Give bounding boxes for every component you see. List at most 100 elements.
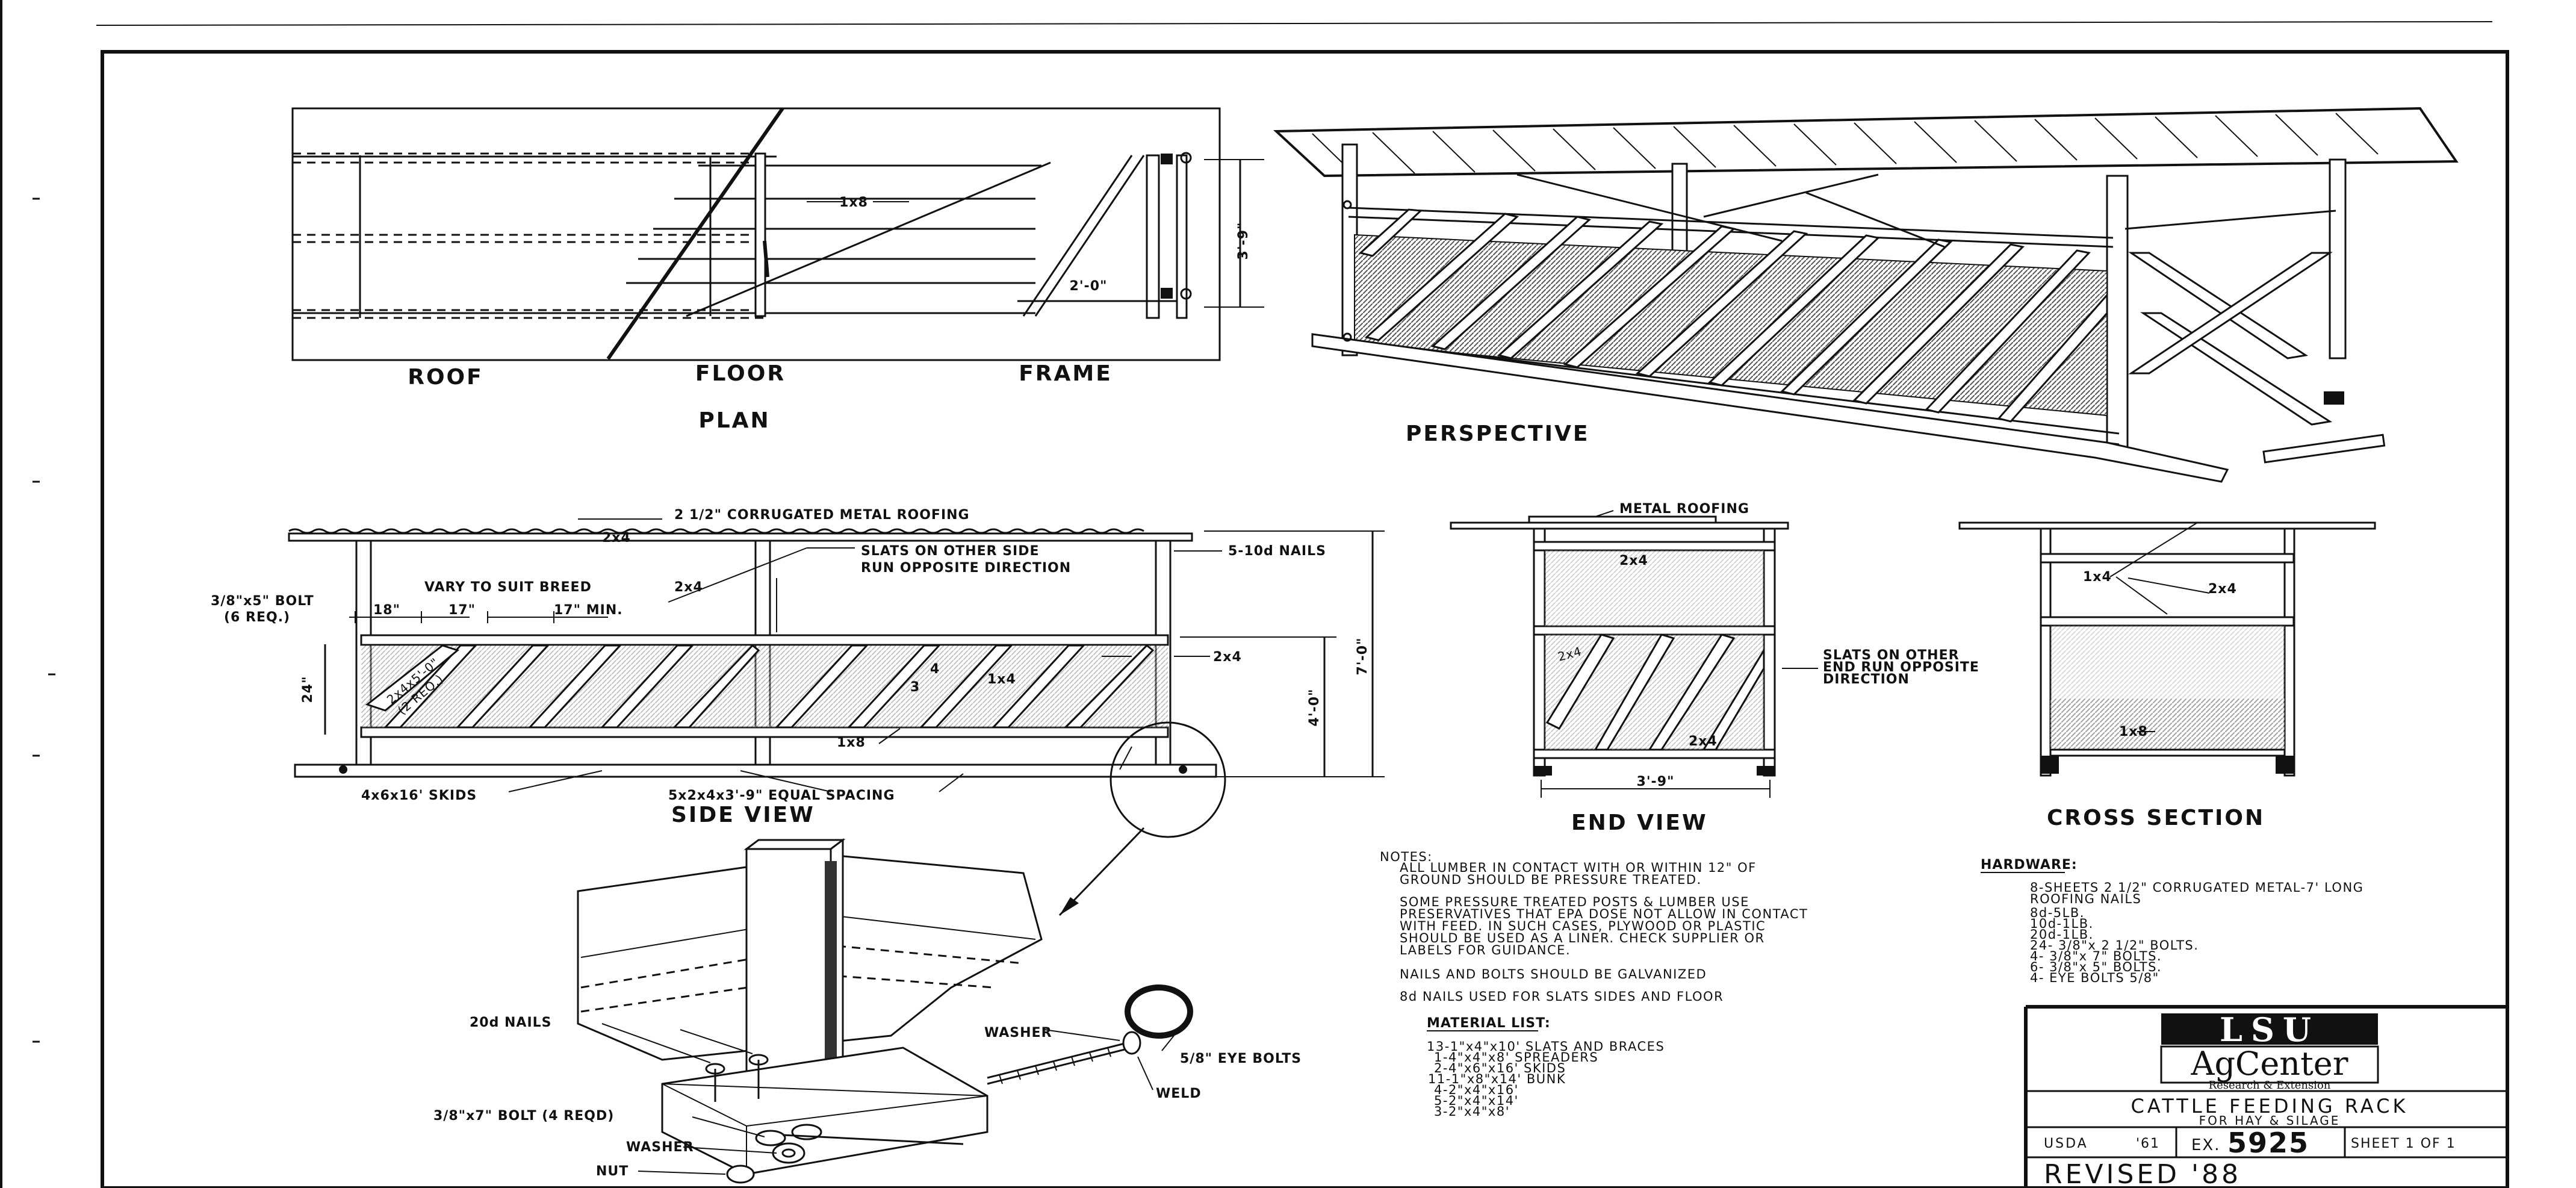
material-list-title: MATERIAL LIST: [1427, 1016, 1551, 1031]
detail-bolt-label: 3/8"x7" BOLT (4 REQD) [433, 1109, 614, 1124]
notes-line-2a: SOME PRESSURE TREATED POSTS & LUMBER USE [1400, 895, 1749, 909]
end-slats-note-2: END RUN OPPOSITE [1823, 660, 1979, 675]
cross-rail-dim: 2x4 [2208, 582, 2237, 597]
end-slats-note-3: DIRECTION [1823, 672, 1910, 687]
notes-line-2c: WITH FEED. IN SUCH CASES, PLYWOOD OR PLA… [1400, 919, 1766, 933]
top-trim-line [96, 21, 2493, 26]
detail-leader-arrow [1060, 897, 1079, 915]
material-item-1: 13-1"x4"x10' SLATS AND BRACES [1427, 1039, 1665, 1054]
side-skids-label: 4x6x16' SKIDS [361, 788, 477, 803]
end-width-dim: 3'-9" [1637, 774, 1675, 789]
side-bolt-req: (6 REQ.) [224, 610, 290, 625]
plan-floor-label: FLOOR [695, 361, 786, 386]
end-rafter-dim: 2x4 [1619, 553, 1648, 568]
side-height-total: 7'-0" [1355, 638, 1370, 676]
plan-view-title: PLAN [698, 408, 770, 433]
material-item-7: 3-2"x4"x8' [1434, 1104, 1510, 1119]
notes-line-2e: LABELS FOR GUIDANCE. [1400, 943, 1571, 957]
ex-prefix: EX. [2191, 1136, 2221, 1154]
cross-section-view-title: CROSS SECTION [2047, 806, 2265, 830]
ex-number: 5925 [2227, 1127, 2309, 1159]
material-item-5: 4-2"x4"x16' [1434, 1083, 1519, 1097]
year-label: '61 [2136, 1136, 2160, 1151]
notes-line-1a: ALL LUMBER IN CONTACT WITH OR WITHIN 12"… [1400, 860, 1757, 875]
side-slats-note-2: RUN OPPOSITE DIRECTION [861, 561, 1071, 576]
end-view [1450, 510, 1818, 798]
title-block: LSU AgCenter Research & Extension CATTLE… [2024, 1005, 2507, 1188]
perspective-view [1273, 107, 2459, 483]
hardware-item-3: 8d-5LB. [2030, 906, 2085, 920]
lsu-agcenter-logo: LSU AgCenter Research & Extension [2160, 1010, 2379, 1092]
side-height-rail: 4'-0" [1307, 689, 1322, 727]
drawing-title: CATTLE FEEDING RACK [2131, 1095, 2409, 1118]
cross-section-view [1958, 521, 2376, 777]
logo-sub-text: AgCenter [2190, 1045, 2348, 1083]
margin-marks [33, 197, 55, 1043]
detail-weld-label: WELD [1156, 1086, 1202, 1101]
notes-line-4: 8d NAILS USED FOR SLATS SIDES AND FLOOR [1400, 989, 1724, 1004]
hardware-list: HARDWARE: 8-SHEETS 2 1/2" CORRUGATED MET… [1981, 857, 2363, 985]
detail-callout-circle [1110, 721, 1226, 838]
side-rail-dim: 2x4 [1213, 650, 1242, 665]
cross-floor-dim: 1x8 [2119, 724, 2148, 739]
logo-main-text: LSU [2220, 1010, 2320, 1049]
side-dim-17: 17" [448, 603, 476, 618]
end-view-title: END VIEW [1571, 810, 1708, 835]
side-slat-dim: 1x4 [987, 672, 1016, 687]
hardware-item-7: 4- 3/8"x 7" BOLTS. [2030, 949, 2162, 963]
side-spacing-label: 5x2x4x3'-9" EQUAL SPACING [668, 788, 895, 803]
end-slats-note-1: SLATS ON OTHER [1823, 648, 1960, 663]
plan-roof-label: ROOF [408, 365, 483, 390]
notes-line-1b: GROUND SHOULD BE PRESSURE TREATED. [1400, 872, 1702, 887]
side-view [288, 518, 1385, 792]
hardware-item-2: ROOFING NAILS [2030, 892, 2141, 906]
material-item-4: 11-1"x8"x14' BUNK [1428, 1072, 1566, 1086]
notes-block: NOTES: ALL LUMBER IN CONTACT WITH OR WIT… [1380, 850, 1808, 1004]
detail-nails-label: 20d NAILS [470, 1015, 552, 1030]
sheet-label: SHEET 1 OF 1 [2351, 1136, 2456, 1151]
side-nails-label: 5-10d NAILS [1228, 544, 1326, 559]
material-item-3: 2-4"x6"x16' SKIDS [1434, 1061, 1566, 1075]
hardware-title: HARDWARE: [1981, 857, 2078, 872]
hardware-item-5: 20d-1LB. [2030, 927, 2094, 942]
drawing-subtitle: FOR HAY & SILAGE [2199, 1113, 2341, 1128]
end-bottom-dim: 2x4 [1689, 734, 1718, 749]
logo-tag-text: Research & Extension [2209, 1079, 2331, 1092]
side-floor-dim: 1x8 [837, 735, 866, 750]
side-view-title: SIDE VIEW [671, 803, 815, 827]
hardware-item-9: 4- EYE BOLTS 5/8" [2030, 971, 2159, 985]
end-roofing-label: METAL ROOFING [1619, 502, 1749, 517]
side-vary-label: VARY TO SUIT BREED [424, 580, 592, 595]
revised-label: REVISED '88 [2044, 1159, 2241, 1188]
notes-line-2d: SHOULD BE USED AS A LINER. CHECK SUPPLIE… [1400, 931, 1765, 945]
org-label: USDA [2044, 1136, 2088, 1151]
plan-width-dim: 3'-9" [1236, 222, 1251, 260]
hardware-item-6: 24- 3/8"x 2 1/2" BOLTS. [2030, 938, 2199, 953]
detail-eye-bolt-label: 5/8" EYE BOLTS [1180, 1051, 1302, 1066]
side-roofing-label: 2 1/2" CORRUGATED METAL ROOFING [674, 508, 970, 523]
hardware-item-4: 10d-1LB. [2030, 916, 2094, 931]
side-dim-18: 18" [373, 603, 400, 618]
side-dim-4: 4 [930, 662, 940, 677]
hardware-item-8: 6- 3/8"x 5" BOLTS. [2030, 960, 2162, 974]
detail-washer-bottom: WASHER [626, 1140, 694, 1155]
side-post-dim: 2x4 [674, 580, 703, 595]
perspective-view-title: PERSPECTIVE [1406, 421, 1589, 446]
side-slats-note-1: SLATS ON OTHER SIDE [861, 544, 1040, 559]
side-dim-17min: 17" MIN. [554, 603, 623, 618]
notes-line-3: NAILS AND BOLTS SHOULD BE GALVANIZED [1400, 967, 1707, 981]
detail-washer-top: WASHER [984, 1025, 1052, 1040]
skid-detail [577, 838, 1193, 1184]
notes-line-2b: PRESERVATIVES THAT EPA DOSE NOT ALLOW IN… [1400, 907, 1808, 921]
plan-board-dim: 1x8 [839, 195, 868, 210]
plan-view [291, 107, 1264, 361]
side-dim-3: 3 [910, 680, 920, 695]
material-item-2: 1-4"x4"x8' SPREADERS [1434, 1050, 1598, 1065]
notes-title: NOTES: [1380, 850, 1433, 864]
cross-board-dim: 1x4 [2083, 570, 2112, 585]
detail-nut-label: NUT [596, 1164, 628, 1179]
side-rafter-dim: 2x4 [602, 530, 631, 546]
side-bolt-label: 3/8"x5" BOLT [211, 594, 314, 609]
hardware-item-1: 8-SHEETS 2 1/2" CORRUGATED METAL-7' LONG [2030, 880, 2363, 895]
